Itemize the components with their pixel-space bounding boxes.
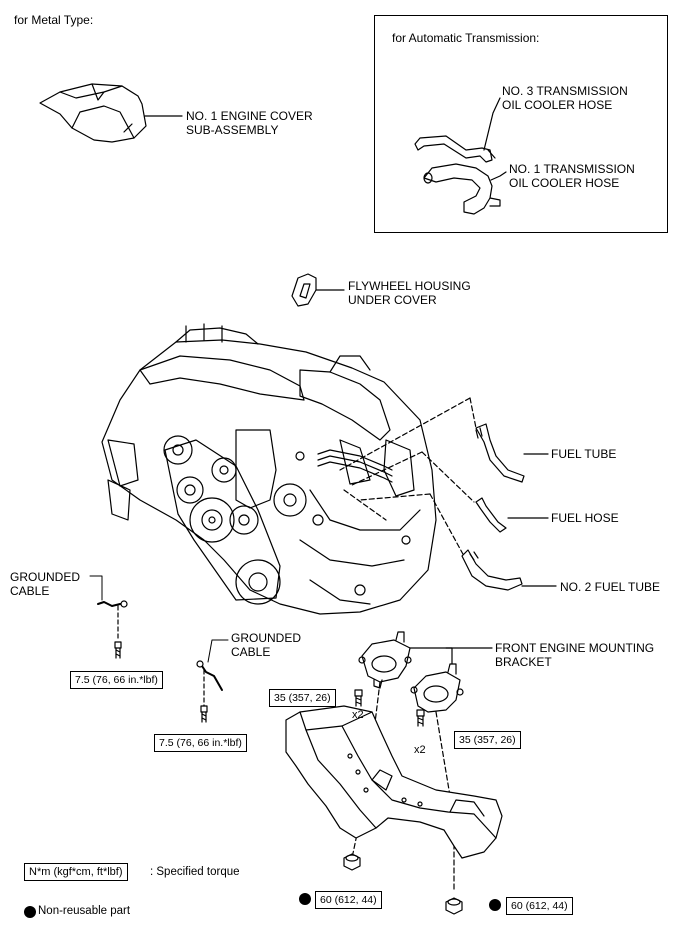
- automatic-transmission-header: for Automatic Transmission:: [392, 31, 540, 45]
- bracket-leader-right: [445, 647, 453, 665]
- no2-fuel-tube-label: NO. 2 FUEL TUBE: [560, 580, 661, 594]
- crossmember-nut-right: [445, 897, 463, 915]
- mounting-bracket-left-drawing: [358, 631, 412, 689]
- torque-crossmember-left: 60 (612, 44): [315, 891, 382, 909]
- bracket-bolt-right: [416, 709, 425, 727]
- no1-hose-leader: [490, 171, 507, 181]
- legend-torque-desc: : Specified torque: [150, 866, 240, 878]
- torque-crossmember-right: 60 (612, 44): [506, 897, 573, 915]
- grounded-cable-mid-drawing: [196, 639, 229, 723]
- engine-cover-drawing: [39, 83, 147, 143]
- no3-hose-leader: [483, 97, 501, 151]
- fuel-tube-label: FUEL TUBE: [551, 447, 617, 461]
- mounting-bracket-right-drawing: [410, 663, 464, 713]
- legend-torque-box: N*m (kgf*cm, ft*lbf): [24, 863, 128, 881]
- bracket-bolt-left: [354, 689, 363, 707]
- fuel-tube-drawing: [475, 423, 525, 483]
- crossmember-nut-left: [343, 853, 361, 871]
- flywheel-cover-drawing: [291, 273, 317, 307]
- torque-ground-left: 7.5 (76, 66 in.*lbf): [70, 671, 163, 689]
- legend-nonreusable-desc: Non-reusable part: [38, 905, 131, 917]
- nonreusable-marker-left: [299, 893, 311, 905]
- qty-bracket-right: x2: [414, 744, 426, 756]
- automatic-transmission-frame: [374, 15, 668, 233]
- nonreusable-marker-right: [489, 899, 501, 911]
- metal-type-header: for Metal Type:: [14, 13, 94, 27]
- no1-cooler-hose-drawing: [423, 163, 501, 215]
- no3-cooler-hose-drawing: [414, 135, 496, 163]
- fuel-relation-lines: [339, 397, 477, 557]
- fuel-hose-label: FUEL HOSE: [551, 511, 619, 525]
- legend-nonreusable-icon: [24, 906, 36, 918]
- engine-assembly-drawing: [101, 323, 437, 615]
- fuel-hose-drawing: [475, 497, 507, 533]
- grounded-cable-left-drawing: [89, 575, 128, 659]
- no2-fuel-tube-drawing: [461, 549, 523, 591]
- torque-bracket-right: 35 (357, 26): [454, 731, 521, 749]
- torque-bracket-left: 35 (357, 26): [269, 689, 336, 707]
- torque-ground-mid: 7.5 (76, 66 in.*lbf): [154, 734, 247, 752]
- qty-bracket-left: x2: [352, 709, 364, 721]
- front-crossmember-drawing: [285, 705, 503, 859]
